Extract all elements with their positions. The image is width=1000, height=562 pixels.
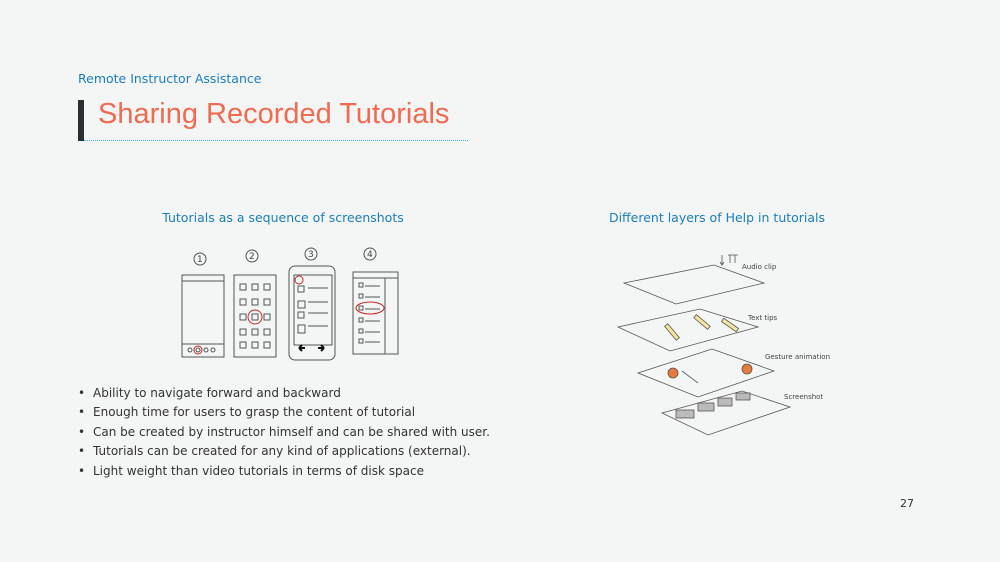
bullet-item: Light weight than video tutorials in ter…	[78, 462, 490, 481]
title-divider	[84, 140, 468, 141]
svg-text:Audio clip: Audio clip	[742, 263, 777, 271]
gesture-label: Gesture animation	[765, 353, 830, 361]
svg-text:2: 2	[249, 252, 255, 262]
bullet-item: Enough time for users to grasp the conte…	[78, 403, 490, 422]
section-label: Remote Instructor Assistance	[78, 71, 262, 86]
page-title: Sharing Recorded Tutorials	[98, 98, 450, 130]
svg-text:Screenshot: Screenshot	[784, 393, 823, 401]
screenshot-sequence-sketch: 1 2 3 4	[181, 247, 399, 361]
svg-text:3: 3	[308, 250, 314, 260]
step-numbers: 1 2 3 4	[193, 247, 377, 266]
title-bar	[78, 100, 84, 141]
svg-text:4: 4	[367, 250, 373, 260]
help-layers-sketch: Audio clip Text tips Gesture animation S…	[616, 254, 830, 436]
right-caption: Different layers of Help in tutorials	[608, 210, 826, 225]
page-number: 27	[900, 497, 914, 510]
app-grid	[239, 283, 271, 349]
left-caption: Tutorials as a sequence of screenshots	[162, 210, 404, 225]
bullet-list: Ability to navigate forward and backward…	[78, 384, 490, 481]
bullet-item: Can be created by instructor himself and…	[78, 423, 490, 442]
bullet-item: Tutorials can be created for any kind of…	[78, 442, 490, 461]
bullet-item: Ability to navigate forward and backward	[78, 384, 490, 403]
svg-text:Text tips: Text tips	[747, 314, 778, 322]
svg-text:1: 1	[197, 255, 203, 265]
